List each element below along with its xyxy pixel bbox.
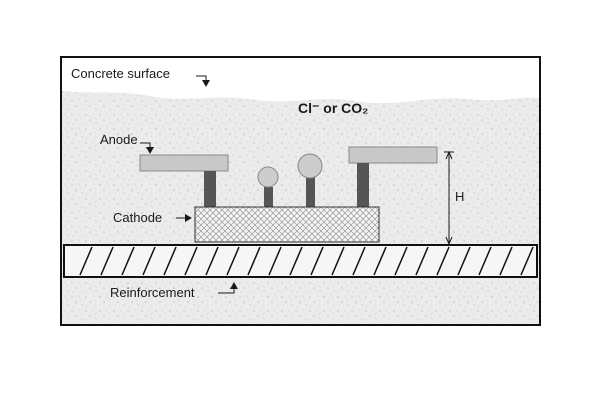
height-dimension	[444, 150, 454, 246]
anode-stem-2	[264, 187, 273, 207]
anode-stem-4	[357, 163, 369, 207]
anode-ball-large	[297, 153, 323, 179]
cathode-label: Cathode	[113, 210, 162, 225]
anode-ball-small	[257, 166, 279, 188]
height-label: H	[455, 189, 464, 204]
anode-stem-1	[204, 171, 216, 207]
reinforcement-ribs	[79, 246, 534, 276]
anode-stem-3	[306, 177, 315, 207]
aggressive-agents-label: Cl⁻ or CO₂	[298, 100, 368, 116]
reinforcement-label: Reinforcement	[110, 285, 195, 300]
cathode-block	[194, 206, 380, 243]
concrete-surface-arrow	[196, 75, 210, 87]
anode-arrow	[140, 142, 154, 154]
anode-plate-left	[139, 154, 229, 172]
concrete-surface-label: Concrete surface	[71, 66, 170, 81]
anode-label: Anode	[100, 132, 138, 147]
anode-plate-right	[348, 146, 438, 164]
reinforcement-arrow	[218, 282, 238, 294]
